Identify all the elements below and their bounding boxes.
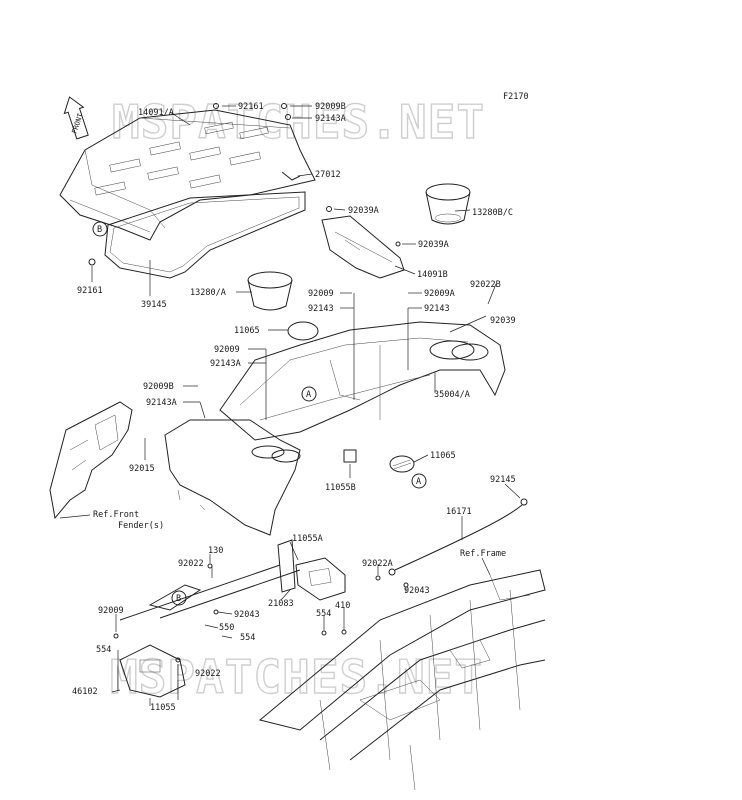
callout-a-1: A [301, 386, 317, 402]
label-92009-bottom: 92009 [98, 606, 124, 616]
roof-cover [59, 109, 316, 241]
round-cover-icon [389, 455, 415, 473]
label-11055a: 11055A [292, 534, 323, 544]
label-11055b: 11055B [325, 483, 356, 493]
label-92039: 92039 [490, 316, 516, 326]
front-arrow-icon: FRONT [63, 96, 89, 140]
label-13280a: 13280/A [190, 288, 226, 298]
label-ref-front: Ref.Front [93, 510, 139, 520]
label-92022a: 92022A [362, 559, 393, 569]
cup-holder-a [247, 271, 293, 311]
label-92145: 92145 [490, 475, 516, 485]
svg-text:B: B [97, 225, 102, 235]
label-92161-top: 92161 [238, 102, 264, 112]
label-39145: 39145 [141, 300, 167, 310]
label-554-left: 554 [96, 645, 111, 655]
label-11055: 11055 [150, 703, 176, 713]
label-92022-bottom: 92022 [195, 669, 221, 679]
label-92009-left: 92009 [214, 345, 240, 355]
label-92009b-left: 92009B [143, 382, 174, 392]
cup-holder-bc [425, 183, 471, 225]
bracket-11055 [119, 584, 202, 698]
figure-code: F2170 [503, 92, 529, 102]
dashboard-body [219, 321, 506, 441]
svg-text:B: B [176, 594, 181, 604]
label-130: 130 [208, 546, 223, 556]
label-92143a-mid: 92143A [210, 359, 241, 369]
seal-ring [104, 191, 306, 279]
label-410: 410 [335, 601, 350, 611]
callout-b-1: B [92, 221, 108, 237]
label-92039a-1: 92039A [348, 206, 379, 216]
leader-lines [59, 105, 521, 706]
label-92043-right: 92043 [404, 586, 430, 596]
label-554-mid: 554 [316, 609, 331, 619]
frame [258, 569, 546, 791]
svg-text:A: A [306, 390, 311, 400]
label-92022b: 92022B [470, 280, 501, 290]
bracket-11055a [295, 557, 346, 601]
label-27012: 27012 [315, 170, 341, 180]
label-92161-left: 92161 [77, 286, 103, 296]
callout-b-2: B [171, 590, 187, 606]
label-550: 550 [219, 623, 234, 633]
cable-16171 [394, 504, 523, 571]
front-fender [49, 401, 133, 520]
watermark-top: MSPATCHES.NET [112, 95, 485, 149]
label-ref-front-fender: Fender(s) [118, 521, 164, 531]
label-ref-frame: Ref.Frame [460, 549, 506, 559]
svg-text:A: A [416, 477, 421, 487]
label-92143a-top: 92143A [315, 114, 346, 124]
label-92143-right: 92143 [424, 304, 450, 314]
label-11065-top: 11065 [234, 326, 260, 336]
bracket-14091b [321, 215, 405, 279]
label-14091b: 14091B [417, 270, 448, 280]
label-92043-left: 92043 [234, 610, 260, 620]
label-554-right: 554 [240, 633, 255, 643]
front-arrow-label: FRONT [71, 112, 85, 135]
label-13280bc: 13280B/C [472, 208, 513, 218]
label-35004a: 35004/A [434, 390, 470, 400]
label-14091a: 14091/A [138, 108, 174, 118]
label-16171: 16171 [446, 507, 472, 517]
label-46102: 46102 [72, 687, 98, 697]
label-92039a-2: 92039A [418, 240, 449, 250]
label-92015: 92015 [129, 464, 155, 474]
lower-panel [164, 419, 301, 536]
callout-a-2: A [411, 473, 427, 489]
label-92022-left: 92022 [178, 559, 204, 569]
label-21083: 21083 [268, 599, 294, 609]
label-92143-mid: 92143 [308, 304, 334, 314]
label-92009b-top: 92009B [315, 102, 346, 112]
label-92143a-left: 92143A [146, 398, 177, 408]
watermark-bottom: MSPATCHES.NET [110, 650, 483, 704]
label-11065-right: 11065 [430, 451, 456, 461]
label-92009-mid: 92009 [308, 289, 334, 299]
label-92009a: 92009A [424, 289, 455, 299]
